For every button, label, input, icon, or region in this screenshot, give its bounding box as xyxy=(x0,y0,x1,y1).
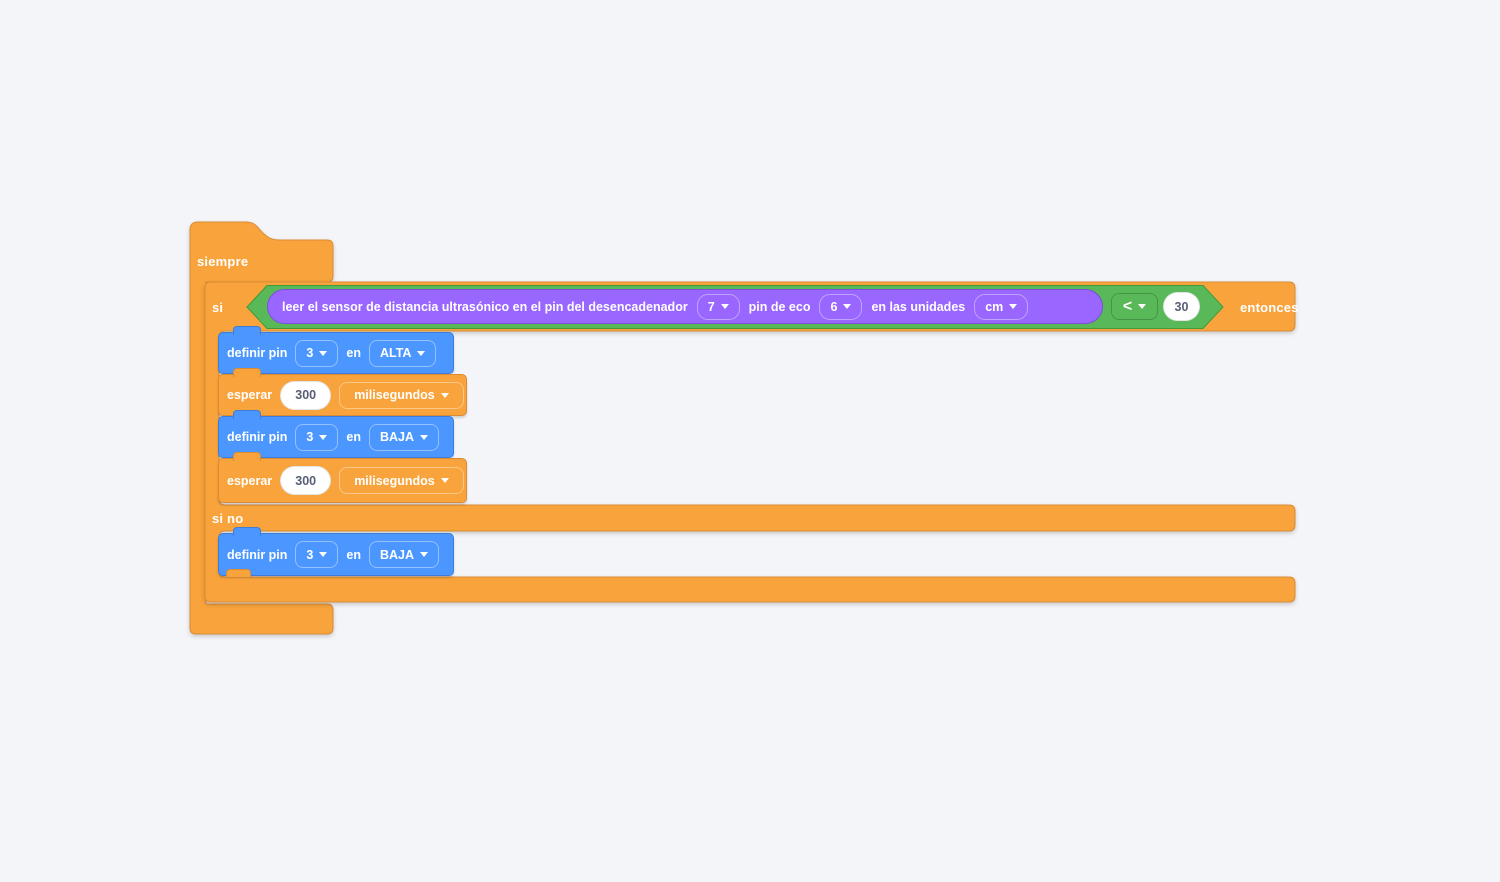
pin-value: 3 xyxy=(306,346,314,360)
echo-pin-value: 6 xyxy=(830,299,838,314)
units-value: cm xyxy=(985,299,1004,314)
pin-value: 3 xyxy=(306,430,314,444)
chevron-down-icon xyxy=(420,552,429,557)
level-value: BAJA xyxy=(379,547,415,562)
chevron-down-icon xyxy=(420,434,429,440)
set-pin-label: definir pin xyxy=(227,547,288,562)
pin-value: 3 xyxy=(306,547,314,562)
chevron-down-icon xyxy=(319,552,328,557)
block-tab xyxy=(233,452,261,461)
level-value: BAJA xyxy=(379,430,415,444)
set-pin-block[interactable]: definir pin 3 en BAJA xyxy=(218,527,454,576)
ultrasonic-sensor-block[interactable]: leer el sensor de distancia ultrasónico … xyxy=(267,289,1103,324)
level-dropdown[interactable]: BAJA xyxy=(368,541,440,568)
block-tab xyxy=(233,410,261,419)
compare-value-input[interactable]: 30 xyxy=(1163,292,1200,321)
block-tab xyxy=(233,368,261,377)
time-units-dropdown[interactable]: milisegundos xyxy=(339,467,464,494)
time-units-dropdown[interactable]: milisegundos xyxy=(339,381,464,409)
block-tab xyxy=(233,326,261,335)
trigger-pin-dropdown[interactable]: 7 xyxy=(696,293,740,320)
chevron-down-icon xyxy=(1009,304,1018,309)
set-pin-en-label: en xyxy=(346,547,361,562)
pin-dropdown[interactable]: 3 xyxy=(295,423,339,451)
bottom-connector-notch xyxy=(226,569,251,577)
level-dropdown[interactable]: BAJA xyxy=(368,423,440,451)
level-value: ALTA xyxy=(379,346,412,360)
chevron-down-icon xyxy=(1138,304,1147,309)
time-units-value: milisegundos xyxy=(354,388,435,402)
forever-block-shape[interactable] xyxy=(189,221,334,635)
sensor-units-text: en las unidades xyxy=(871,299,966,314)
operator-value: < xyxy=(1122,297,1133,315)
if-else-block-shape[interactable] xyxy=(204,281,1296,603)
set-pin-block[interactable]: definir pin 3 en BAJA xyxy=(218,410,454,458)
sensor-echo-text: pin de eco xyxy=(748,299,811,314)
echo-pin-dropdown[interactable]: 6 xyxy=(819,293,863,320)
wait-block[interactable]: esperar 300 milisegundos xyxy=(218,452,467,503)
duration-input[interactable]: 300 xyxy=(280,380,332,410)
chevron-down-icon xyxy=(720,304,729,309)
if-label: si xyxy=(212,300,224,315)
chevron-down-icon xyxy=(319,434,328,440)
block-tab xyxy=(233,527,261,536)
set-pin-label: definir pin xyxy=(227,346,288,360)
chevron-down-icon xyxy=(843,304,852,309)
chevron-down-icon xyxy=(440,392,449,398)
set-pin-block[interactable]: definir pin 3 en ALTA xyxy=(218,326,454,374)
set-pin-en-label: en xyxy=(346,346,361,360)
chevron-down-icon xyxy=(417,350,426,356)
wait-label: esperar xyxy=(227,473,273,488)
chevron-down-icon xyxy=(319,350,328,356)
chevron-down-icon xyxy=(440,478,449,483)
trigger-pin-value: 7 xyxy=(707,299,715,314)
units-dropdown[interactable]: cm xyxy=(974,293,1029,320)
wait-block[interactable]: esperar 300 milisegundos xyxy=(218,368,467,416)
set-pin-en-label: en xyxy=(346,430,361,444)
sensor-trigger-text: leer el sensor de distancia ultrasónico … xyxy=(282,299,688,314)
pin-dropdown[interactable]: 3 xyxy=(295,339,339,367)
else-label: si no xyxy=(212,511,244,526)
time-units-value: milisegundos xyxy=(354,473,435,488)
wait-label: esperar xyxy=(227,388,273,402)
set-pin-label: definir pin xyxy=(227,430,288,444)
forever-label: siempre xyxy=(197,254,249,269)
level-dropdown[interactable]: ALTA xyxy=(368,339,437,367)
duration-input[interactable]: 300 xyxy=(280,466,332,495)
pin-dropdown[interactable]: 3 xyxy=(295,541,339,568)
then-label: entonces xyxy=(1240,300,1299,315)
operator-dropdown[interactable]: < xyxy=(1111,293,1158,320)
